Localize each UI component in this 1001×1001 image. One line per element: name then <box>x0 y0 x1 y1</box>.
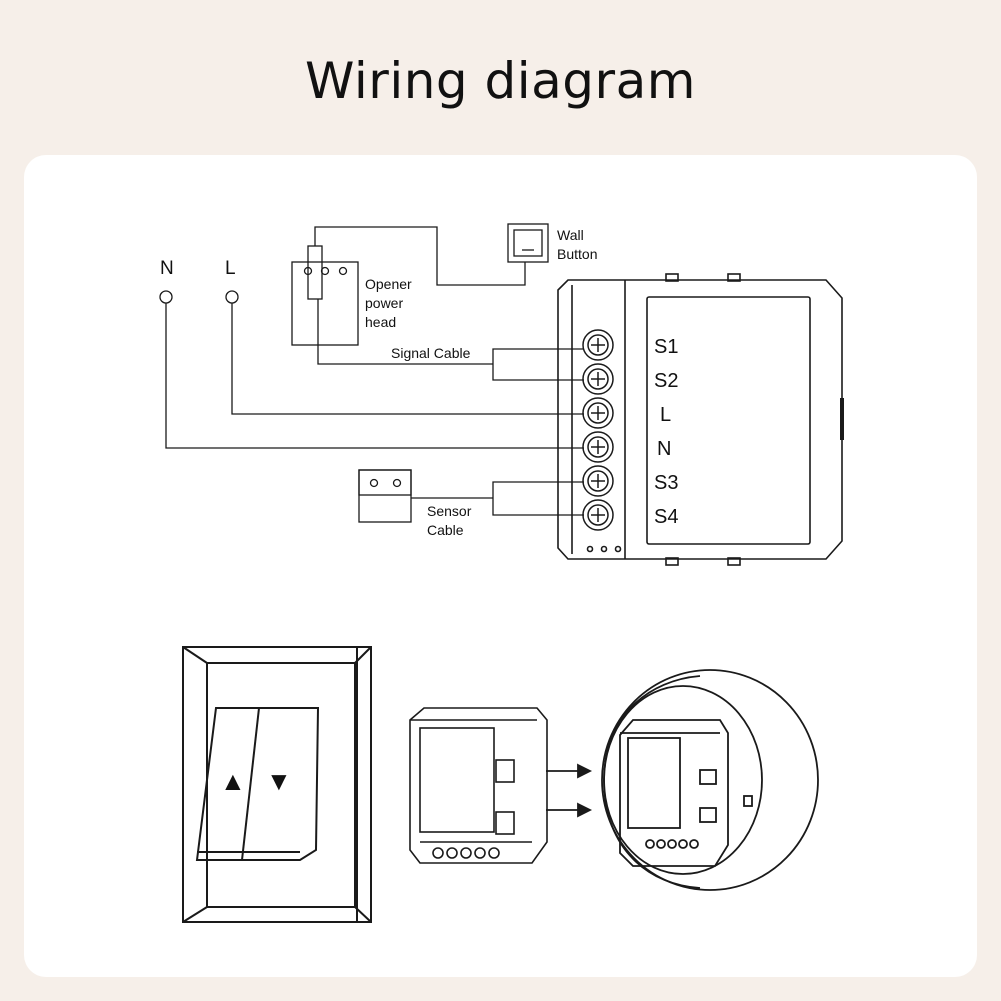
sensor-cable-label: Sensor Cable <box>427 503 475 538</box>
terminal-label: L <box>660 404 671 426</box>
wall-box <box>601 669 819 891</box>
opener-power-head <box>291 261 359 346</box>
signal-bracket <box>492 348 584 381</box>
opener-pin <box>303 266 313 276</box>
page-title: Wiring diagram <box>305 52 696 110</box>
sensor-top <box>358 469 412 496</box>
sensor <box>358 469 412 523</box>
supply-n-label: N <box>160 258 174 279</box>
terminal-label: S3 <box>654 472 678 494</box>
wall-button-face <box>513 229 543 257</box>
supply-n-terminal <box>159 290 173 304</box>
signal-cable-label: Signal Cable <box>391 345 471 361</box>
wire-l <box>231 303 584 415</box>
module-3d <box>409 707 548 864</box>
terminal-label: S2 <box>654 370 678 392</box>
terminal-label: S4 <box>654 506 678 528</box>
sensor-bracket <box>492 481 584 516</box>
opener-connector <box>307 245 323 300</box>
wall-button-label: Wall Button <box>557 227 597 262</box>
opener-pin <box>320 266 330 276</box>
supply-l-terminal <box>225 290 239 304</box>
opener-pin <box>338 266 348 276</box>
terminal-label: S1 <box>654 336 678 358</box>
terminal-label: N <box>657 438 671 460</box>
opener-label: Opener power head <box>365 276 416 330</box>
wall-button <box>507 223 549 263</box>
wire-wall-button <box>314 226 526 286</box>
wire-signal <box>317 299 493 365</box>
arrow-up-icon: ▲ <box>220 766 246 796</box>
insert-arrows <box>546 763 593 818</box>
wire-n <box>165 303 584 449</box>
sensor-pin <box>369 478 379 488</box>
wall-switch <box>182 646 372 923</box>
supply-l-label: L <box>225 258 236 279</box>
module <box>557 273 844 566</box>
arrow-down-icon: ▼ <box>266 766 292 796</box>
terminal-screws <box>582 329 614 531</box>
sensor-pin <box>392 478 402 488</box>
